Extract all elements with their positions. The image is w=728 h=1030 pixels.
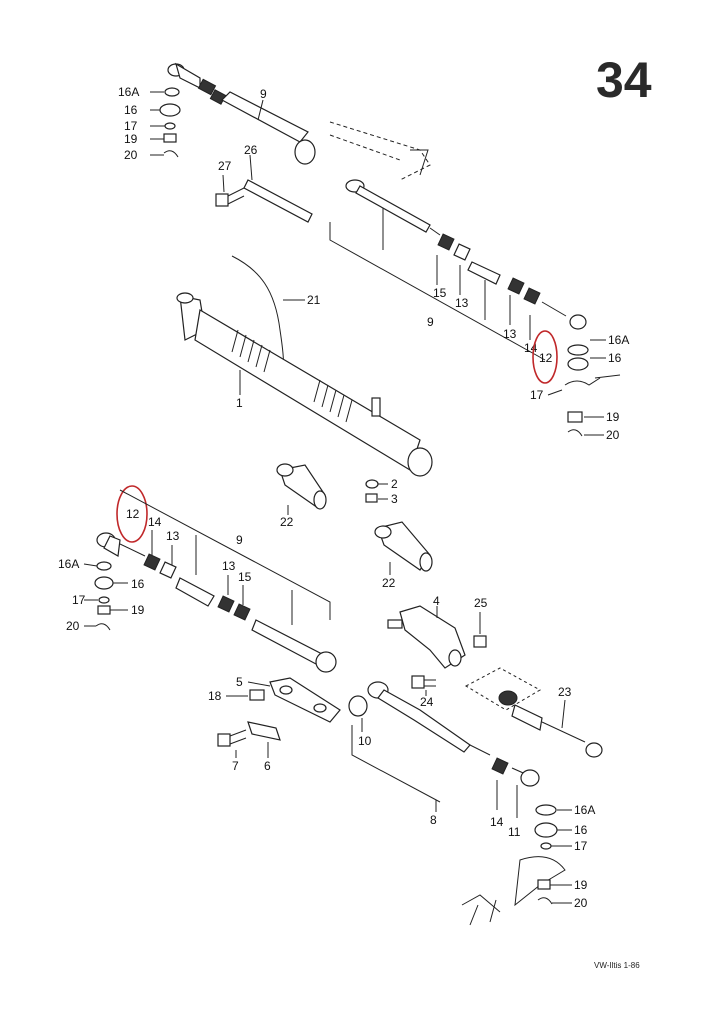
label-13: 13	[166, 529, 180, 543]
label-13: 13	[222, 559, 236, 573]
label-17: 17	[530, 388, 544, 402]
boot-22-left	[276, 463, 327, 515]
label-20: 20	[574, 896, 588, 910]
label-16: 16	[608, 351, 622, 365]
label-12: 12	[126, 507, 140, 521]
label-16A: 16A	[58, 557, 79, 571]
label-20: 20	[606, 428, 620, 442]
bracket-line-8	[351, 725, 441, 803]
label-9: 9	[427, 315, 434, 329]
label-24: 24	[420, 695, 434, 709]
plate-26	[243, 154, 313, 223]
label-22: 22	[280, 515, 294, 529]
boot-22-right	[374, 521, 433, 575]
label-17: 17	[124, 119, 138, 133]
label-14: 14	[148, 515, 162, 529]
tie-rod-end-top-left	[150, 62, 316, 165]
label-14: 14	[490, 815, 504, 829]
page-number: 34	[596, 52, 652, 108]
bracket-line-9-top	[329, 222, 546, 361]
label-15: 15	[433, 286, 447, 300]
damper-23	[464, 667, 603, 758]
bracket-outline	[329, 121, 431, 181]
bracket-line-9-middle	[119, 489, 331, 620]
label-15: 15	[238, 570, 252, 584]
highlight-circle-12	[532, 330, 558, 384]
label-11: 11	[508, 825, 521, 839]
label-23: 23	[558, 685, 572, 699]
label-19: 19	[606, 410, 620, 424]
label-19: 19	[131, 603, 145, 617]
bracket-4	[387, 605, 466, 669]
footer-text: VW-Iltis 1-86	[594, 961, 640, 970]
label-9: 9	[260, 87, 267, 101]
label-1: 1	[236, 396, 243, 410]
tie-rod-end-middle-stack	[83, 561, 128, 631]
label-7: 7	[232, 759, 239, 773]
nut-18	[249, 689, 265, 701]
label-8: 8	[430, 813, 437, 827]
nuts-2-3	[365, 479, 388, 503]
label-6: 6	[264, 759, 271, 773]
label-20: 20	[66, 619, 80, 633]
tie-rod-middle	[96, 532, 337, 673]
bolt-27	[215, 174, 245, 207]
nut-25	[473, 635, 487, 648]
tie-rod-top-right	[345, 179, 587, 330]
label-16A: 16A	[118, 85, 139, 99]
label-19: 19	[124, 132, 138, 146]
label-21: 21	[307, 293, 321, 307]
label-26: 26	[244, 143, 258, 157]
bolt-7	[217, 729, 247, 758]
label-2: 2	[391, 477, 398, 491]
label-16: 16	[574, 823, 588, 837]
plate-6	[247, 721, 281, 758]
label-13: 13	[455, 296, 469, 310]
label-27: 27	[218, 159, 232, 173]
label-19: 19	[574, 878, 588, 892]
label-16A: 16A	[574, 803, 595, 817]
label-3: 3	[391, 492, 398, 506]
bolt-24	[411, 675, 436, 696]
label-5: 5	[236, 675, 243, 689]
label-13: 13	[503, 327, 517, 341]
highlight-circle-12	[116, 485, 148, 543]
label-25: 25	[474, 596, 488, 610]
label-12: 12	[539, 351, 553, 365]
tie-rod-end-bottom-stack	[461, 804, 572, 926]
label-16: 16	[131, 577, 145, 591]
label-10: 10	[358, 734, 372, 748]
label-9: 9	[236, 533, 243, 547]
drag-link-8	[367, 681, 540, 787]
label-17: 17	[72, 593, 86, 607]
steering-rack-1	[176, 292, 433, 477]
label-20: 20	[124, 148, 138, 162]
tie-rod-end-top-right-stack	[547, 339, 621, 437]
label-16A: 16A	[608, 333, 629, 347]
label-22: 22	[382, 576, 396, 590]
plate-5	[247, 677, 341, 723]
label-4: 4	[433, 594, 440, 608]
bushing-10	[348, 695, 368, 732]
label-16: 16	[124, 103, 138, 117]
label-17: 17	[574, 839, 588, 853]
label-18: 18	[208, 689, 222, 703]
